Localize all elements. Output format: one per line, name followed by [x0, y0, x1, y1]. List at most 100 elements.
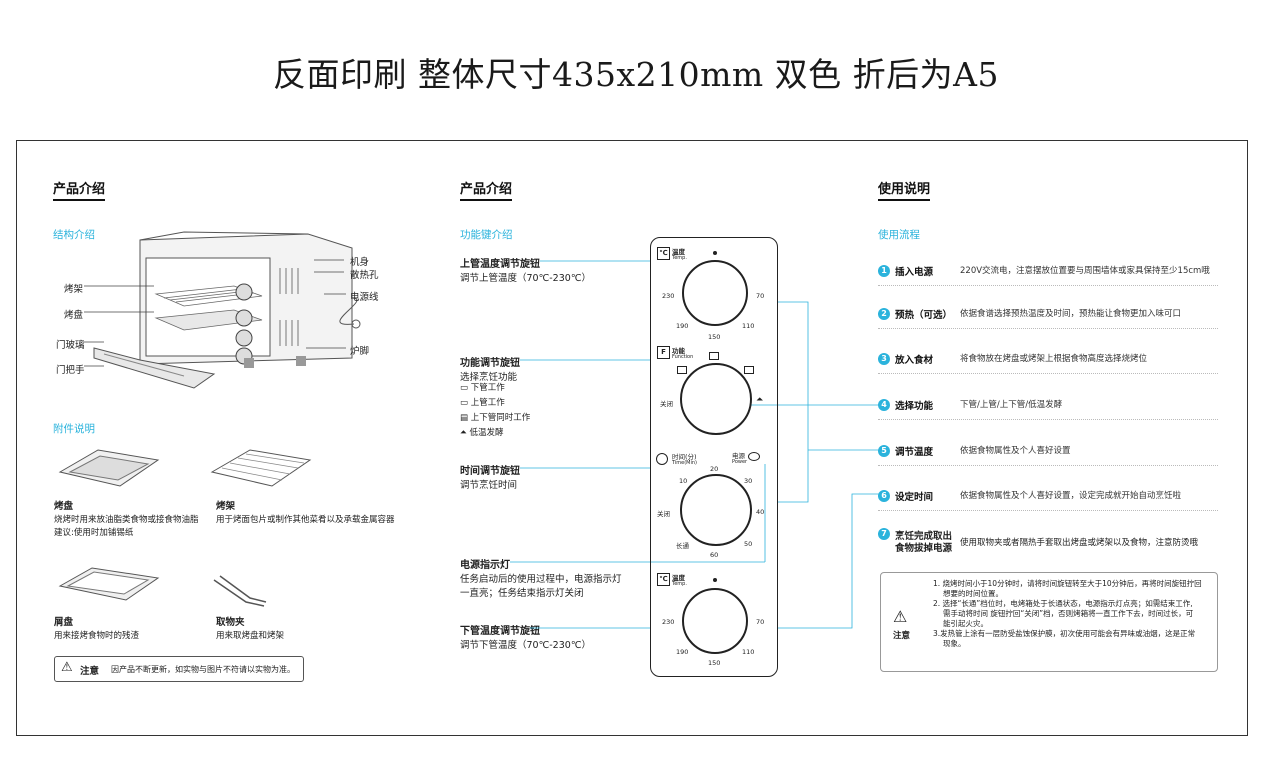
label-handle: 门把手: [56, 365, 85, 376]
step-2: 2 预热（可选） 依据食谱选择预热温度及时间，预热能让食物更加入味可口: [878, 306, 1218, 329]
label-tray: 烤盘: [64, 310, 84, 321]
both-heat-mark-icon: [744, 366, 754, 374]
note-line-3: 2. 选择“长通”档位时，电烤箱处于长通状态，电源指示灯点亮；如需结束工作,: [933, 599, 1193, 608]
upper-tick-190: 190: [676, 322, 689, 330]
label-cord: 电源线: [350, 292, 379, 303]
power-light-desc1: 任务启动后的使用过程中，电源指示灯: [460, 574, 622, 585]
acc-crumb-name: 屑盘: [54, 617, 74, 628]
step-4: 4 选择功能 下管/上管/上下管/低温发酵: [878, 397, 1218, 420]
time-tick-10: 10: [679, 477, 688, 485]
time-knob-title: 时间调节旋钮: [460, 466, 520, 477]
time-off-label: 关闭: [657, 510, 670, 518]
step-7-name-line2: 食物拔掉电源: [895, 543, 953, 554]
oven-illustration: [84, 231, 361, 389]
bottom-heat-icon: ▭: [460, 383, 471, 393]
time-label: 时间(分): [672, 453, 697, 461]
ferment-icon: ⏶: [460, 428, 470, 438]
note-line-5: 能引起火灾。: [943, 619, 988, 628]
crumb-tray-image: [58, 567, 160, 601]
time-knob[interactable]: [680, 474, 752, 546]
upper-tick-150: 150: [708, 333, 721, 341]
temp-icon: ℃: [657, 247, 670, 260]
top-heat-icon: ▭: [460, 398, 471, 408]
step-3: 3 放入食材 将食物放在烤盘或烤架上根据食物高度选择烧烤位: [878, 351, 1218, 374]
acc-tongs-desc: 用来取烤盘和烤架: [216, 631, 285, 641]
func-en: Function: [672, 354, 694, 360]
time-tick-50: 50: [744, 540, 753, 548]
note-label: 注意: [893, 631, 911, 641]
lower-tick-70: 70: [756, 618, 765, 626]
note-line-7: 现象。: [943, 639, 966, 648]
tray-image: [58, 449, 160, 487]
time-en: Time(Min): [672, 460, 698, 466]
control-panel: [650, 237, 778, 677]
acc-rack-desc: 用于烤面包片或制作其他菜肴以及承载金属容器: [216, 515, 395, 525]
lower-temp-label: 温度: [672, 574, 685, 582]
upper-indicator-dot: [713, 251, 717, 255]
upper-temp-en: Temp.: [672, 255, 687, 261]
both-heat-icon: ▤: [460, 413, 471, 423]
func-off-label: 关闭: [660, 400, 673, 408]
note-line-1: 1. 烧烤时间小于10分钟时，请将时间旋钮转至大于10分钟后，再将时间旋钮拧回: [933, 579, 1202, 588]
notice-label: 注意: [80, 666, 100, 677]
upper-tick-70: 70: [756, 292, 765, 300]
func-label: 功能: [672, 347, 685, 355]
step-7-name-line1: 烹饪完成取出: [895, 531, 953, 542]
power-light-desc2: 一直亮；任务结束指示灯关闭: [460, 588, 584, 599]
label-rack: 烤架: [64, 284, 84, 295]
lower-temp-knob[interactable]: [682, 588, 748, 654]
col1-title: 产品介绍: [53, 178, 106, 201]
acc-tongs-name: 取物夹: [216, 617, 245, 628]
func-knob-desc: 选择烹饪功能: [460, 372, 518, 383]
time-tick-30: 30: [744, 477, 753, 485]
time-knob-desc: 调节烹饪时间: [460, 480, 518, 491]
clock-icon: [656, 453, 668, 465]
lower-tick-190: 190: [676, 648, 689, 656]
step-5: 5 调节温度 依据食物属性及个人喜好设置: [878, 443, 1218, 466]
note-line-6: 3.发热管上涂有一层防受盐蚀保护膜，初次使用可能会有异味或油烟，这是正常: [933, 629, 1196, 638]
acc-title: 附件说明: [53, 423, 95, 435]
step-1: 1 插入电源 220V交流电，注意摆放位置要与周围墙体或家具保持至少15cm哦: [878, 263, 1218, 286]
step-7: 7 烹饪完成取出 食物拔掉电源 使用取物夹或者隔热手套取出烤盘或烤架以及食物，注…: [878, 528, 1218, 556]
lower-temp-icon: ℃: [657, 573, 670, 586]
connector-lines: [510, 260, 880, 629]
note-line-4: 需手动将时间 旋钮拧回“关闭”档，否则烤箱将一直工作下去，时间过长，可: [943, 609, 1194, 618]
usage-notes-box: ⚠ 注意 1. 烧烤时间小于10分钟时，请将时间旋钮转至大于10分钟后，再将时间…: [880, 572, 1218, 672]
power-en: Power: [732, 459, 748, 465]
struct-title: 结构介绍: [53, 229, 95, 241]
lower-tick-230: 230: [662, 618, 675, 626]
upper-knob-title: 上管温度调节旋钮: [460, 259, 540, 270]
step-6: 6 设定时间 依据食物属性及个人喜好设置，设定完成就开始自动烹饪啦: [878, 488, 1218, 511]
lower-tick-150: 150: [708, 659, 721, 667]
rack-image: [210, 449, 312, 487]
power-indicator-light: [748, 452, 760, 461]
acc-tray-name: 烤盘: [54, 501, 74, 512]
function-icon: F: [657, 346, 670, 359]
lower-indicator-dot: [713, 578, 717, 582]
mode-ferment: ⏶ 低温发酵: [460, 428, 504, 438]
upper-temp-knob[interactable]: [682, 260, 748, 326]
lower-knob-desc: 调节下管温度（70℃-230℃）: [460, 640, 591, 651]
time-tick-20: 20: [710, 465, 719, 473]
caution-icon: ⚠: [893, 607, 908, 626]
leaflet-sheet: [16, 140, 1248, 736]
page-headline: 反面印刷 整体尺寸435x210mm 双色 折后为A5: [273, 55, 999, 94]
mode-bottom: ▭ 下管工作: [460, 383, 505, 393]
acc-crumb-desc: 用来接烤食物时的残渣: [54, 631, 140, 641]
warning-icon: ⚠: [61, 660, 73, 675]
col3-title: 使用说明: [878, 178, 931, 201]
label-feet: 炉脚: [350, 346, 370, 357]
upper-knob-desc: 调节上管温度（70℃-230℃）: [460, 273, 591, 284]
acc-tray-desc: 烧烤时用来放油脂类食物或接食物油脂 建议:使用时加铺锡纸: [54, 515, 199, 538]
bottom-heat-mark-icon: [677, 366, 687, 374]
power-light-title: 电源指示灯: [460, 560, 510, 571]
ferment-mark-icon: ⏶: [756, 395, 764, 405]
lower-tick-110: 110: [742, 648, 755, 656]
top-heat-mark-icon: [709, 352, 719, 360]
mode-top: ▭ 上管工作: [460, 398, 505, 408]
tongs-image: [213, 575, 267, 607]
func-title: 功能键介绍: [460, 229, 513, 241]
lower-temp-en: Temp.: [672, 581, 687, 587]
upper-tick-230: 230: [662, 292, 675, 300]
function-knob[interactable]: [680, 363, 752, 435]
